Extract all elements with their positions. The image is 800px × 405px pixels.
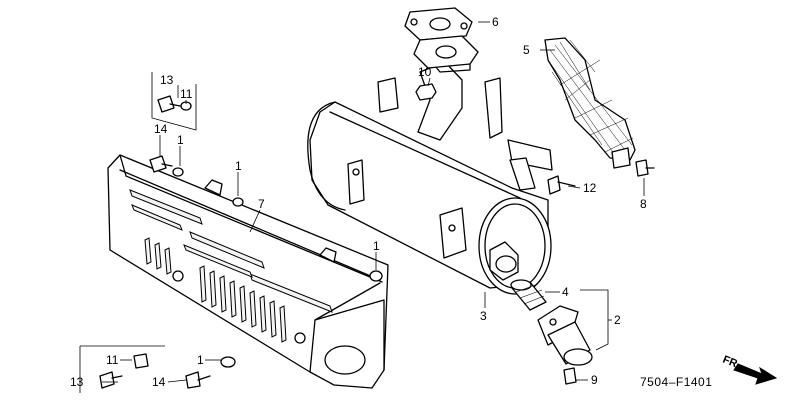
heat-shield-part-5 bbox=[544, 37, 636, 169]
gasket-part-6 bbox=[404, 7, 473, 41]
bolt-part-9 bbox=[563, 367, 577, 385]
callout-12: 12 bbox=[583, 181, 597, 195]
figure-code: 7504–F1401 bbox=[640, 375, 712, 389]
callout-8: 8 bbox=[640, 197, 647, 211]
bolt-part-13-bottom bbox=[99, 371, 123, 389]
callout-3: 3 bbox=[480, 309, 487, 323]
callout-1-d: 1 bbox=[197, 353, 204, 367]
bolt-part-14-top bbox=[149, 155, 173, 173]
protector-louvers bbox=[144, 237, 287, 343]
callout-7: 7 bbox=[258, 197, 265, 211]
callout-1-c: 1 bbox=[373, 239, 380, 253]
callout-labels: 13 11 14 1 1 7 1 10 6 5 12 8 3 4 2 9 11 … bbox=[70, 15, 647, 389]
bolt-part-13-top bbox=[157, 95, 181, 113]
muffler-protector-part-7 bbox=[107, 154, 389, 389]
nut-part-10 bbox=[415, 83, 437, 101]
callout-1-a: 1 bbox=[177, 133, 184, 147]
washer-part-1-c bbox=[369, 270, 383, 282]
callout-9: 9 bbox=[591, 373, 598, 387]
callout-6: 6 bbox=[492, 15, 499, 29]
bolt-part-8 bbox=[635, 159, 655, 177]
front-arrow-icon bbox=[733, 363, 778, 385]
washer-part-1-d bbox=[220, 356, 236, 368]
callout-2: 2 bbox=[614, 313, 621, 327]
callout-13-bottom: 13 bbox=[70, 375, 84, 389]
washer-part-1-b bbox=[232, 197, 244, 207]
nut-part-11-bottom bbox=[133, 353, 149, 369]
callout-14-top: 14 bbox=[154, 122, 168, 136]
bolt-part-12 bbox=[547, 175, 576, 195]
front-direction-indicator: FR. bbox=[721, 354, 778, 385]
callout-11-top: 11 bbox=[180, 87, 193, 101]
callout-brackets bbox=[79, 72, 612, 393]
callout-1-b: 1 bbox=[235, 159, 242, 173]
callout-10: 10 bbox=[418, 65, 432, 79]
callout-5: 5 bbox=[523, 43, 530, 57]
muffler-part-3 bbox=[307, 54, 553, 295]
callout-4: 4 bbox=[562, 285, 569, 299]
exhaust-flange bbox=[413, 35, 479, 69]
spark-arrester-part-4 bbox=[510, 279, 547, 311]
callout-11-bottom: 11 bbox=[106, 353, 119, 367]
washer-part-1-a bbox=[172, 167, 184, 177]
tail-pipe-part-2 bbox=[537, 305, 593, 366]
bolt-part-14-bottom bbox=[185, 371, 211, 389]
leader-lines bbox=[102, 21, 645, 383]
callout-13-top: 13 bbox=[160, 73, 174, 87]
callout-14-bottom: 14 bbox=[152, 375, 166, 389]
